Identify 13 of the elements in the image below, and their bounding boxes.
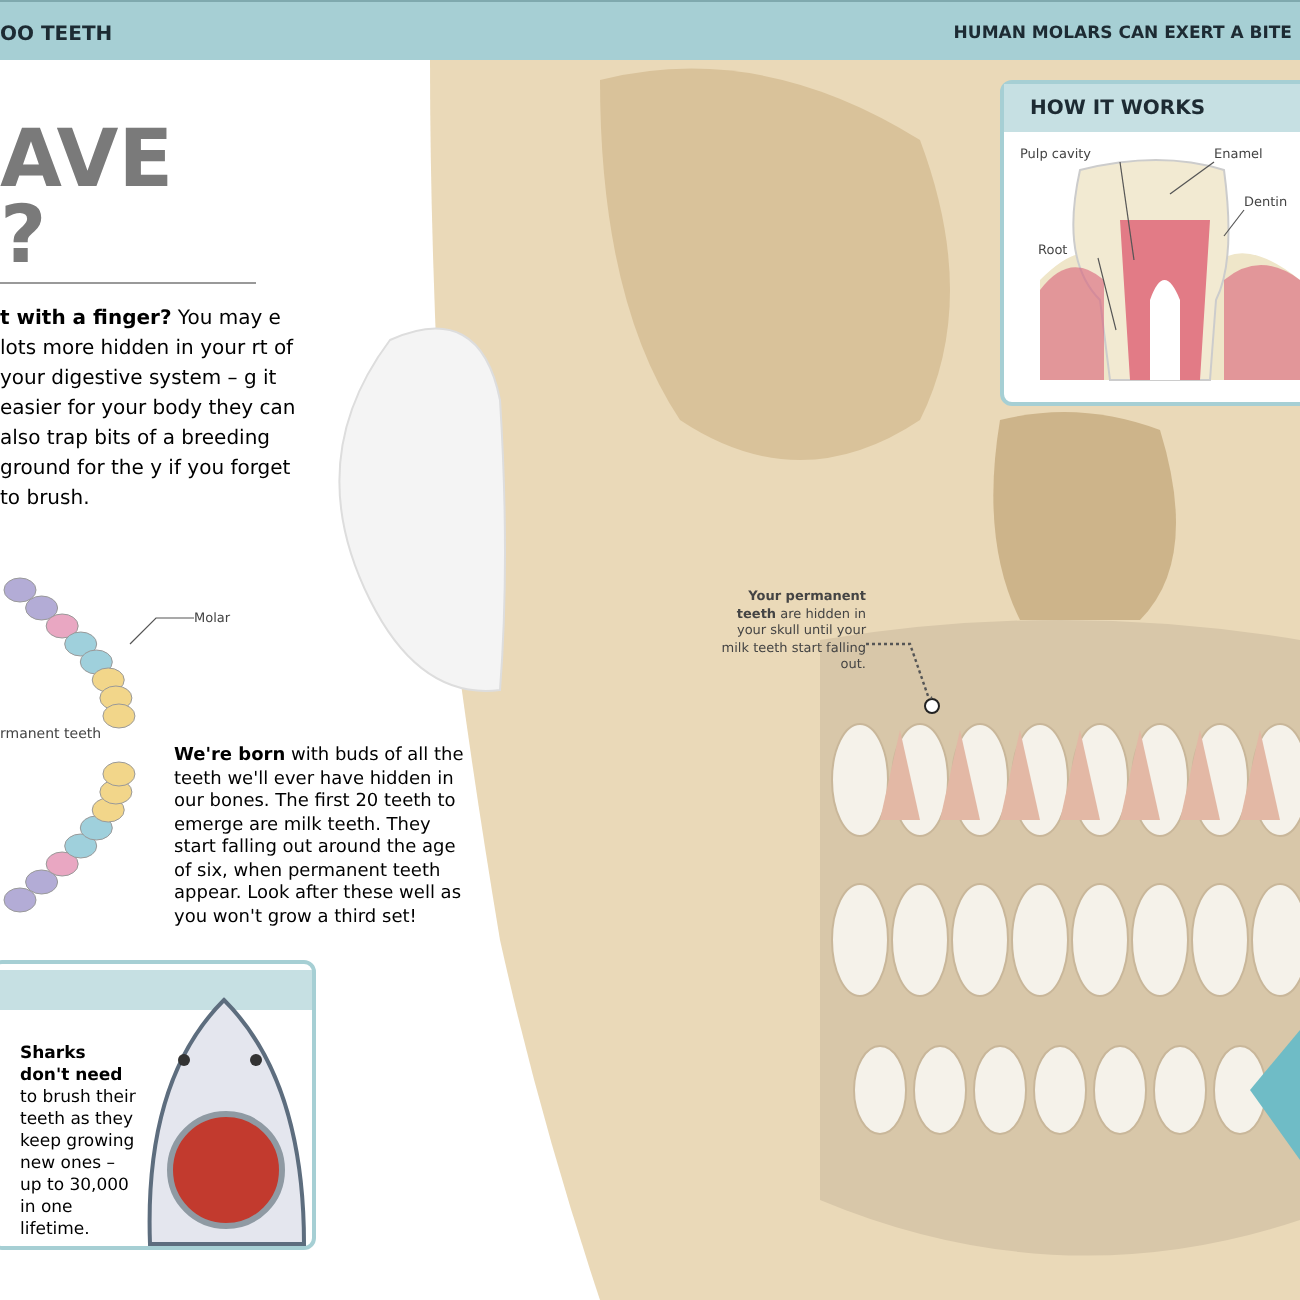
header-text: OO TEETH — [0, 24, 115, 46]
leader-line — [866, 642, 933, 700]
leader-line — [1169, 161, 1215, 195]
card-title: HOW IT WORKS — [1030, 98, 1208, 120]
leader-line — [129, 617, 195, 645]
leader-line — [1223, 209, 1245, 237]
info-paragraph: We're born with buds of all the teeth we'll ever have hidden in our bones. The first 20 teeth to emerge are milk teeth. They start falling out around the age of six, when permanent teeth appear. Look after these well as you won't grow a third set! — [174, 746, 466, 930]
header-text: HUMAN MOLARS CAN EXERT A BITE — [951, 24, 1292, 44]
intro-paragraph: t with a finger? You may e lots more hidden in your rt of your digestive system – g it easier for your body they can also trap bits of a breeding ground for the y if you forget to brush. — [0, 306, 298, 514]
shark-paragraph: Sharks don't need to brush their teeth as they keep growing new ones – up to 30,000 in one lifetime. — [20, 1044, 136, 1242]
leader-line — [1119, 161, 1135, 261]
heading: ? — [0, 196, 49, 276]
leader-line — [1097, 257, 1117, 331]
